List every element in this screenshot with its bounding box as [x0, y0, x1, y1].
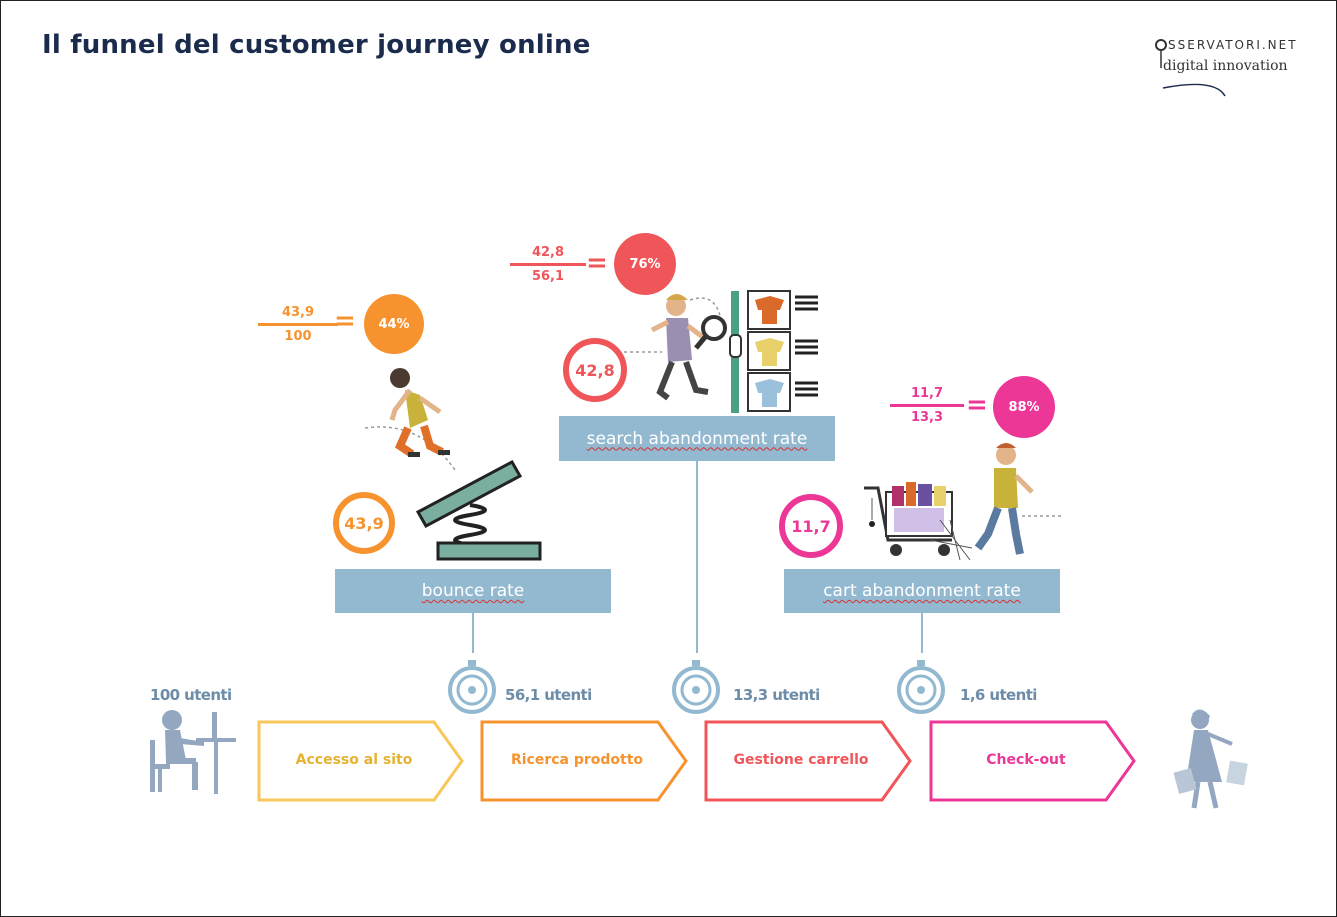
users-count-checkout: 1,6 utenti: [960, 686, 1037, 704]
bounce-fraction: 43,9 100: [258, 305, 338, 344]
fraction-bar: [890, 404, 964, 407]
cart-abandonment-label: cart abandonment rate: [784, 569, 1060, 613]
equals-sign: =: [586, 248, 608, 278]
search-abandonment-text: search abandonment rate: [586, 428, 808, 449]
bounce-connector: [472, 613, 474, 653]
cart-percent-badge: 88%: [993, 376, 1055, 438]
search-fraction: 42,8 56,1: [510, 245, 586, 284]
cart-denominator: 13,3: [910, 410, 944, 425]
slide-title: Il funnel del customer journey online: [42, 30, 591, 60]
bounce-value-ring: 43,9: [333, 492, 395, 554]
cart-connector: [921, 613, 923, 653]
users-count-start: 100 utenti: [150, 686, 232, 704]
search-abandonment-label: search abandonment rate: [559, 416, 835, 461]
bounce-denominator: 100: [284, 329, 312, 344]
cart-abandonment-text: cart abandonment rate: [823, 581, 1021, 601]
search-denominator: 56,1: [531, 269, 565, 284]
cart-value-ring: 11,7: [779, 494, 843, 558]
stage-label-access: Accesso al sito: [295, 752, 413, 768]
bounce-percent-badge: 44%: [364, 294, 424, 354]
equals-sign: =: [966, 390, 988, 420]
users-count-cart: 13,3 utenti: [733, 686, 820, 704]
fraction-bar: [258, 323, 338, 326]
search-connector: [696, 461, 698, 653]
stage-label-checkout: Check-out: [986, 752, 1066, 768]
logo-line2: digital innovation: [1163, 58, 1288, 74]
search-percent-badge: 76%: [614, 233, 676, 295]
fraction-bar: [510, 263, 586, 266]
bounce-rate-label: bounce rate: [335, 569, 611, 613]
equals-sign: =: [334, 306, 356, 336]
cart-fraction: 11,7 13,3: [890, 386, 964, 425]
osservatori-logo: SSERVATORI.NET digital innovation: [1155, 38, 1325, 108]
cart-numerator: 11,7: [910, 386, 944, 401]
bounce-rate-text: bounce rate: [421, 581, 525, 601]
logo-mark-icon: [1155, 39, 1226, 97]
stage-label-search: Ricerca prodotto: [510, 752, 644, 768]
search-numerator: 42,8: [531, 245, 565, 260]
logo-line1: SSERVATORI.NET: [1168, 38, 1298, 52]
users-count-search: 56,1 utenti: [505, 686, 592, 704]
stage-label-cart: Gestione carrello: [733, 752, 869, 768]
bounce-numerator: 43,9: [281, 305, 315, 320]
search-value-ring: 42,8: [563, 338, 627, 402]
